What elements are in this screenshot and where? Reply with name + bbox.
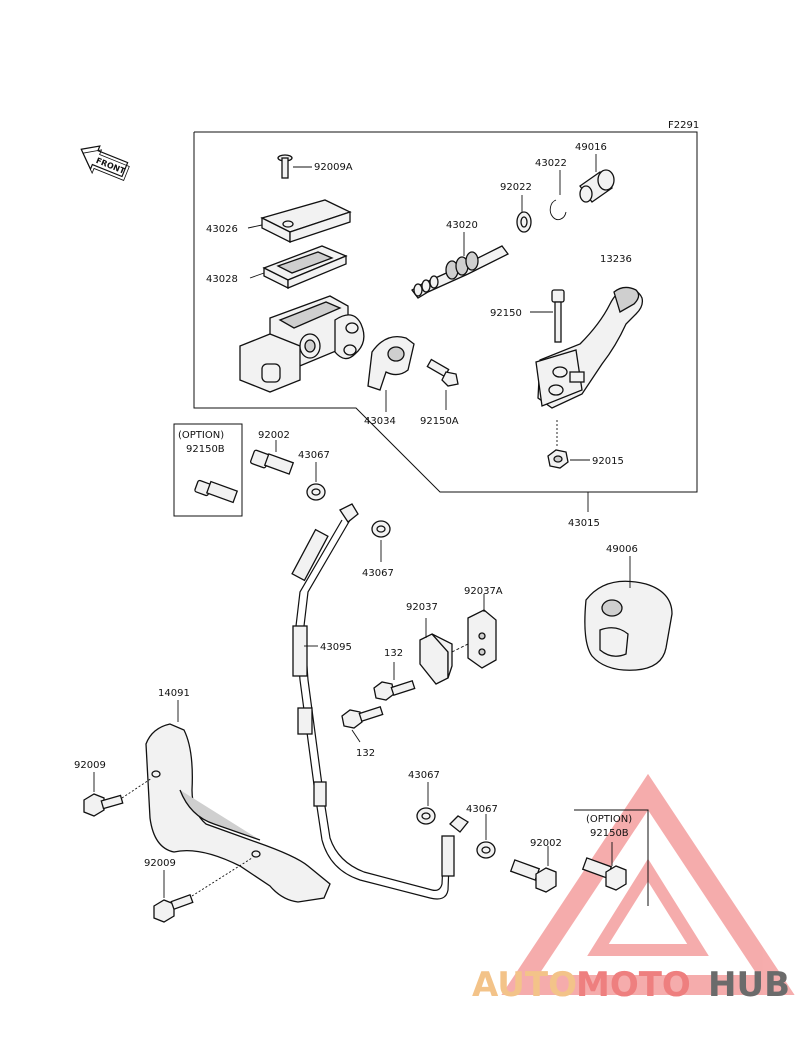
label-43015: 43015 xyxy=(568,518,600,529)
clamp-43034 xyxy=(367,335,415,412)
brake-hose-43095 xyxy=(291,503,469,900)
label-43022: 43022 xyxy=(535,158,567,169)
washer-43067-a xyxy=(306,462,326,501)
reservoir-cap-43026 xyxy=(247,199,352,244)
label-92022: 92022 xyxy=(500,182,532,193)
label-49006: 49006 xyxy=(606,544,638,555)
master-cylinder-frame xyxy=(193,131,698,493)
bolt-132-b xyxy=(341,705,384,743)
washer-92022 xyxy=(516,195,532,233)
label-92150A: 92150A xyxy=(420,416,459,427)
label-43067-a: 43067 xyxy=(298,450,330,461)
bracket-92037 xyxy=(419,618,453,685)
piston-assembly-43020 xyxy=(411,232,509,299)
watermark-hub: HUB xyxy=(708,965,790,1005)
option-label-top: (OPTION) xyxy=(178,430,224,441)
label-92009-b: 92009 xyxy=(144,858,176,869)
bracket-92037A xyxy=(451,594,497,669)
label-92037: 92037 xyxy=(406,602,438,613)
label-92150B-bottom: 92150B xyxy=(590,828,629,839)
label-43095: 43095 xyxy=(320,642,352,653)
bolt-132-a xyxy=(373,662,416,701)
washer-43067-b xyxy=(371,520,391,562)
label-14091: 14091 xyxy=(158,688,190,699)
guard-bracket-14091 xyxy=(145,700,331,903)
label-43028: 43028 xyxy=(206,274,238,285)
lever-13236 xyxy=(535,286,644,409)
guard-49006 xyxy=(584,556,673,671)
label-92009-a: 92009 xyxy=(74,760,106,771)
bolt-92150A xyxy=(426,358,459,410)
label-132-a: 132 xyxy=(384,648,403,659)
watermark-auto: AUTO xyxy=(472,965,577,1005)
banjo-bolt-92002-top xyxy=(250,440,295,475)
option-box-top xyxy=(173,423,243,517)
label-92150B-top: 92150B xyxy=(186,444,225,455)
option-label-bottom: (OPTION) xyxy=(586,814,632,825)
label-43067-c: 43067 xyxy=(408,770,440,781)
label-49016: 49016 xyxy=(575,142,607,153)
banjo-bolt-92002-bottom xyxy=(509,846,557,893)
label-92002-bottom: 92002 xyxy=(530,838,562,849)
watermark-text: AUTO MOTO HUB xyxy=(472,965,790,1005)
label-43034: 43034 xyxy=(364,416,396,427)
nut-92015 xyxy=(547,420,590,469)
washer-43067-d xyxy=(476,814,496,859)
watermark-logo xyxy=(501,773,795,995)
label-43026: 43026 xyxy=(206,224,238,235)
label-92150: 92150 xyxy=(490,308,522,319)
figure-code: F2291 xyxy=(668,120,699,131)
master-cylinder-body xyxy=(239,295,365,393)
label-92015: 92015 xyxy=(592,456,624,467)
label-132-b: 132 xyxy=(356,748,375,759)
screw-92009A xyxy=(277,154,312,179)
label-92037A: 92037A xyxy=(464,586,503,597)
label-92009A: 92009A xyxy=(314,162,353,173)
bolt-92009-b xyxy=(153,857,253,923)
label-43067-b: 43067 xyxy=(362,568,394,579)
front-arrow-icon: FRONT xyxy=(80,145,130,181)
label-13236: 13236 xyxy=(600,254,632,265)
bolt-92009-a xyxy=(83,772,153,817)
option-box-bottom xyxy=(574,809,649,906)
watermark-moto: MOTO xyxy=(576,965,691,1005)
diaphragm-43028 xyxy=(249,245,348,290)
circlip-43022 xyxy=(549,170,567,221)
boot-49016 xyxy=(579,154,615,203)
label-92002-top: 92002 xyxy=(258,430,290,441)
bolt-92150 xyxy=(530,289,565,343)
label-43020: 43020 xyxy=(446,220,478,231)
washer-43067-c xyxy=(416,782,436,825)
label-43067-d: 43067 xyxy=(466,804,498,815)
